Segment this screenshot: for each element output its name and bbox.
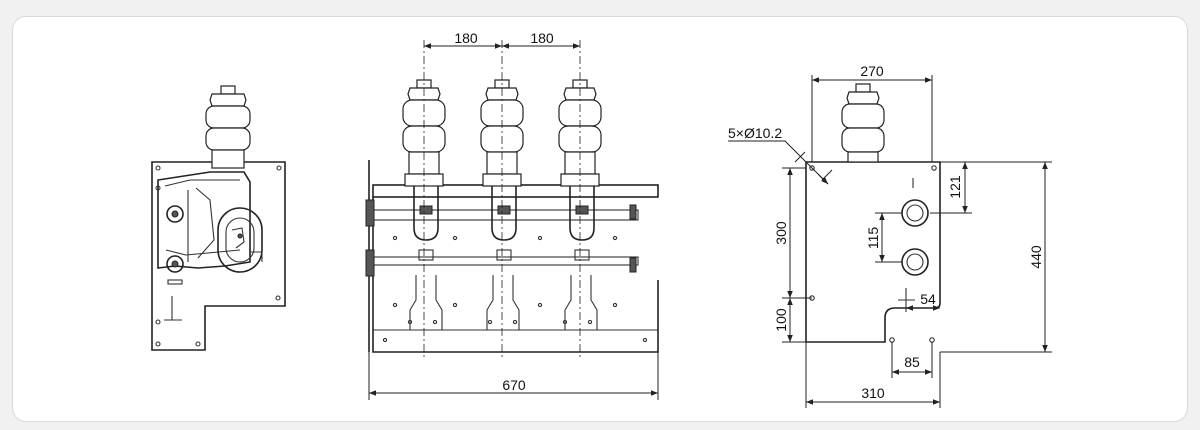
dim-bushing-spacing: 115 <box>865 227 881 250</box>
dim-step-offset: 54 <box>920 291 936 307</box>
pole-2 <box>480 40 524 360</box>
dim-pole-pitch-left: 180 <box>454 30 478 46</box>
dim-top-to-bushing: 121 <box>947 175 963 199</box>
side-view <box>151 85 286 351</box>
dim-lower-height: 100 <box>773 308 789 332</box>
dim-upper-height: 300 <box>773 221 789 245</box>
dim-foot-hole-spacing: 85 <box>904 354 920 370</box>
dim-overall-height: 440 <box>1028 245 1044 269</box>
drawing-frame <box>12 16 1188 422</box>
dim-insulator-width: 270 <box>860 63 884 79</box>
dim-base-width: 310 <box>861 385 885 401</box>
pole-3 <box>558 40 602 360</box>
dim-pole-pitch-right: 180 <box>530 30 554 46</box>
dim-overall-width: 670 <box>502 377 526 393</box>
pole-1 <box>402 40 446 360</box>
dim-hole-spec: 5×Ø10.2 <box>728 125 782 141</box>
front-view <box>365 40 659 400</box>
right-view <box>728 75 1052 408</box>
